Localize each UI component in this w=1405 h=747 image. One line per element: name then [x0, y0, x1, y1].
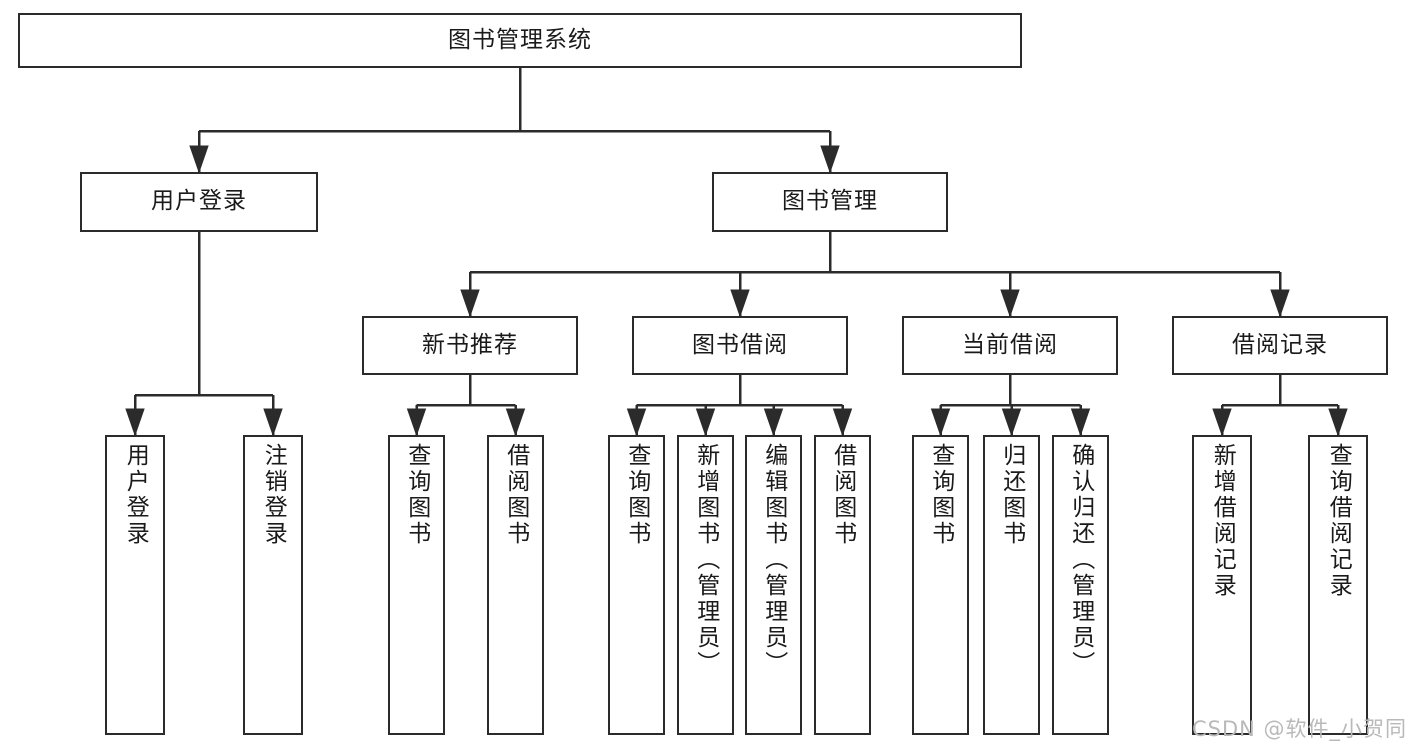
- arrowhead-icon: [626, 408, 647, 437]
- node-label: 查询图书: [623, 443, 650, 547]
- node-leaf-return-book: 归还图书: [983, 435, 1040, 735]
- node-leaf-query-record: 查询借阅记录: [1308, 435, 1368, 735]
- node-label: 图书借阅: [692, 331, 788, 358]
- node-label: 借阅图书: [829, 443, 856, 547]
- node-label: 注销登录: [260, 443, 287, 547]
- node-label: 用户登录: [122, 443, 149, 547]
- arrowhead-icon: [460, 289, 480, 318]
- node-label: 新书推荐: [422, 331, 518, 358]
- arrowhead-icon: [832, 408, 853, 437]
- node-label: 查询图书: [403, 443, 430, 547]
- arrowhead-icon: [1070, 408, 1091, 437]
- node-leaf-borrow-book-2: 借阅图书: [814, 435, 871, 735]
- node-label: 借阅图书: [502, 443, 529, 547]
- node-current-borrow: 当前借阅: [902, 316, 1118, 375]
- node-leaf-add-book: 新增图书（管理员）: [677, 435, 734, 735]
- node-leaf-query-book-1: 查询图书: [388, 435, 445, 735]
- watermark-text: CSDN @软件_小贺同学: [1192, 717, 1405, 741]
- node-label: 查询图书: [927, 443, 954, 547]
- arrowhead-icon: [695, 408, 716, 437]
- arrowhead-icon: [505, 408, 526, 437]
- node-label: 查询借阅记录: [1325, 443, 1352, 599]
- arrowhead-icon: [730, 289, 750, 318]
- node-label: 新增图书（管理员）: [692, 443, 719, 677]
- arrowhead-icon: [763, 408, 784, 437]
- node-label: 确认归还（管理员）: [1067, 443, 1094, 677]
- node-label: 图书管理: [782, 188, 878, 215]
- node-leaf-edit-book: 编辑图书（管理员）: [745, 435, 802, 735]
- arrowhead-icon: [189, 145, 209, 174]
- node-leaf-logout: 注销登录: [243, 435, 303, 735]
- node-root: 图书管理系统: [18, 13, 1022, 68]
- node-book-borrow: 图书借阅: [632, 316, 848, 375]
- node-leaf-query-book-2: 查询图书: [608, 435, 665, 735]
- node-leaf-confirm-return: 确认归还（管理员）: [1052, 435, 1109, 735]
- arrowhead-icon: [1270, 289, 1290, 318]
- node-borrow-record: 借阅记录: [1172, 316, 1388, 375]
- node-book-manage: 图书管理: [712, 172, 948, 232]
- node-label: 编辑图书（管理员）: [760, 443, 787, 677]
- node-leaf-borrow-book-1: 借阅图书: [487, 435, 544, 735]
- arrowhead-icon: [125, 408, 145, 437]
- arrowhead-icon: [1000, 289, 1020, 318]
- node-label: 新增借阅记录: [1209, 443, 1236, 599]
- arrowhead-icon: [406, 408, 427, 437]
- arrowhead-icon: [1212, 408, 1232, 437]
- arrowhead-icon: [1001, 408, 1022, 437]
- node-leaf-query-book-3: 查询图书: [912, 435, 969, 735]
- node-label: 图书管理系统: [448, 26, 592, 53]
- node-label: 归还图书: [998, 443, 1025, 547]
- node-leaf-add-record: 新增借阅记录: [1192, 435, 1252, 735]
- arrowhead-icon: [820, 145, 840, 174]
- node-leaf-user-login: 用户登录: [105, 435, 165, 735]
- node-label: 借阅记录: [1232, 331, 1328, 358]
- node-label: 当前借阅: [962, 331, 1058, 358]
- arrowhead-icon: [930, 408, 951, 437]
- node-user-login: 用户登录: [80, 172, 318, 232]
- arrowhead-icon: [1328, 408, 1348, 437]
- node-new-book-rec: 新书推荐: [362, 316, 578, 375]
- node-label: 用户登录: [151, 188, 247, 215]
- arrowhead-icon: [263, 408, 283, 437]
